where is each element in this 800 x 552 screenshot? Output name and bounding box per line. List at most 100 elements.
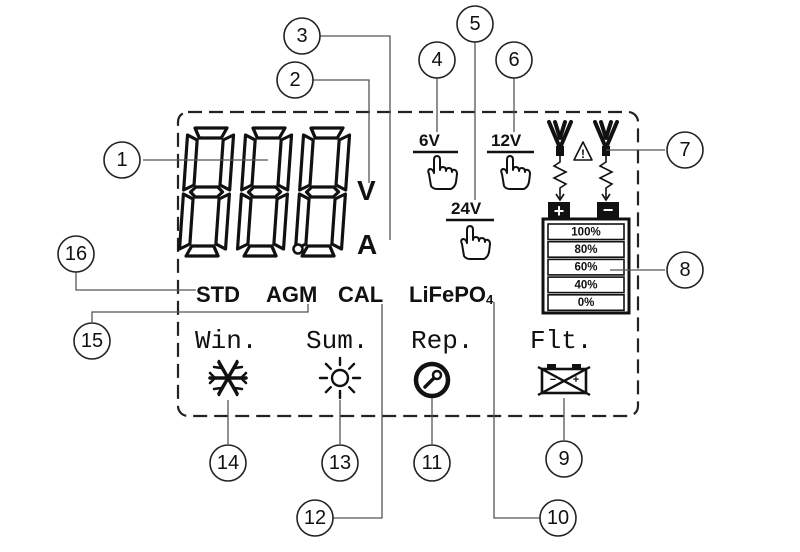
battery-plus-terminal [548, 202, 570, 219]
segment [330, 192, 347, 251]
svg-text:3: 3 [296, 25, 307, 47]
svg-text:5: 5 [469, 13, 480, 35]
leader-lines [75, 35, 665, 519]
warning-triangle-icon: ! [573, 141, 593, 161]
segment [293, 192, 311, 251]
callouts: 1 2 3 4 5 6 7 8 9 10 11 12 13 14 15 16 [57, 5, 704, 537]
svg-text:15: 15 [81, 330, 103, 352]
digit-3 [293, 126, 352, 258]
callout-14: 14 [209, 444, 247, 482]
battery-level-bar [547, 276, 625, 294]
lcd-frame [176, 110, 640, 418]
voltage-24v-label: 24V [451, 199, 482, 218]
callout-2: 2 [276, 61, 314, 99]
svg-text:7: 7 [679, 139, 690, 161]
segment [251, 126, 287, 140]
callout-1: 1 [103, 141, 141, 179]
svg-text:4: 4 [431, 49, 442, 71]
float-minus: − [550, 374, 556, 386]
svg-text:13: 13 [329, 452, 351, 474]
svg-text:9: 9 [558, 448, 569, 470]
svg-text:6: 6 [508, 49, 519, 71]
plus-sign: + [554, 201, 565, 221]
mode-flt: Flt. [530, 326, 592, 356]
callout-12: 12 [296, 499, 334, 537]
segment [304, 185, 341, 199]
segment [298, 133, 315, 192]
battery-level-bar [547, 223, 625, 241]
callout-7: 7 [666, 131, 704, 169]
segment [214, 192, 231, 251]
svg-text:11: 11 [422, 452, 443, 474]
segment [182, 133, 199, 192]
clamp-icon [547, 120, 619, 202]
svg-text:2: 2 [289, 69, 300, 91]
warning-mark: ! [581, 147, 585, 161]
seven-segment-display [177, 126, 352, 258]
snowflake-icon [208, 359, 248, 397]
svg-text:12: 12 [304, 507, 326, 529]
callout-8: 8 [666, 251, 704, 289]
segment [242, 244, 278, 258]
svg-text:14: 14 [217, 452, 239, 474]
callout-4: 4 [418, 41, 456, 79]
float-plus: + [573, 374, 579, 386]
callout-16: 16 [57, 235, 95, 273]
battery-level-label: 100% [571, 226, 600, 238]
battery-level-bar [547, 240, 625, 258]
mode-win: Win. [195, 326, 257, 356]
lifepo-main: LiFePO [409, 282, 486, 307]
hand-pointer-icon [460, 225, 491, 260]
battery-level-label: 80% [574, 244, 597, 256]
hand-pointer-icon [500, 155, 531, 190]
svg-text:10: 10 [547, 507, 569, 529]
segment [177, 192, 195, 251]
segment [276, 133, 294, 192]
segment [246, 185, 283, 199]
battery-level-gauge: + − 100% 80% 60% 40% 0% [541, 200, 631, 315]
battery-level-label: 60% [574, 262, 597, 274]
battery-level-bar [547, 293, 625, 312]
segment [235, 192, 253, 251]
callout-9: 9 [545, 440, 583, 478]
battery-level-label: 40% [574, 279, 597, 291]
battery-minus-terminal [597, 202, 619, 219]
callout-5: 5 [456, 5, 494, 43]
voltage-24v: 24V [446, 199, 494, 260]
segment [300, 244, 336, 258]
sun-icon [318, 356, 362, 400]
svg-text:16: 16 [65, 243, 87, 265]
svg-text:1: 1 [116, 149, 127, 171]
callout-11: 11 [413, 444, 451, 482]
mode-rep: Rep. [411, 326, 473, 356]
callout-13: 13 [321, 444, 359, 482]
digit-1 [177, 126, 236, 258]
voltage-12v-label: 12V [491, 131, 522, 150]
decimal-point [292, 243, 304, 255]
segment [272, 192, 289, 251]
lifepo-subscript: 4 [486, 292, 494, 307]
segment [184, 244, 220, 258]
wrench-circle-icon [413, 361, 451, 399]
segment [309, 126, 345, 140]
digit-2 [235, 126, 294, 258]
voltage-6v: 6V [413, 131, 458, 190]
hand-pointer-icon [427, 155, 458, 190]
callout-15: 15 [73, 322, 111, 360]
segment [188, 185, 225, 199]
segment [193, 126, 229, 140]
voltage-12v: 12V [487, 131, 534, 190]
svg-text:8: 8 [679, 259, 690, 281]
battery-level-label: 0% [578, 297, 595, 309]
type-lifepo: LiFePO4 [409, 282, 494, 307]
battery-float-icon: − + [537, 364, 591, 397]
voltage-6v-label: 6V [419, 131, 440, 150]
segment [218, 133, 236, 192]
minus-sign: − [603, 200, 614, 220]
segment [334, 133, 352, 192]
type-cal: CAL [338, 282, 383, 307]
unit-volt: V [357, 175, 376, 206]
callout-10: 10 [539, 499, 577, 537]
unit-amp: A [357, 229, 377, 260]
